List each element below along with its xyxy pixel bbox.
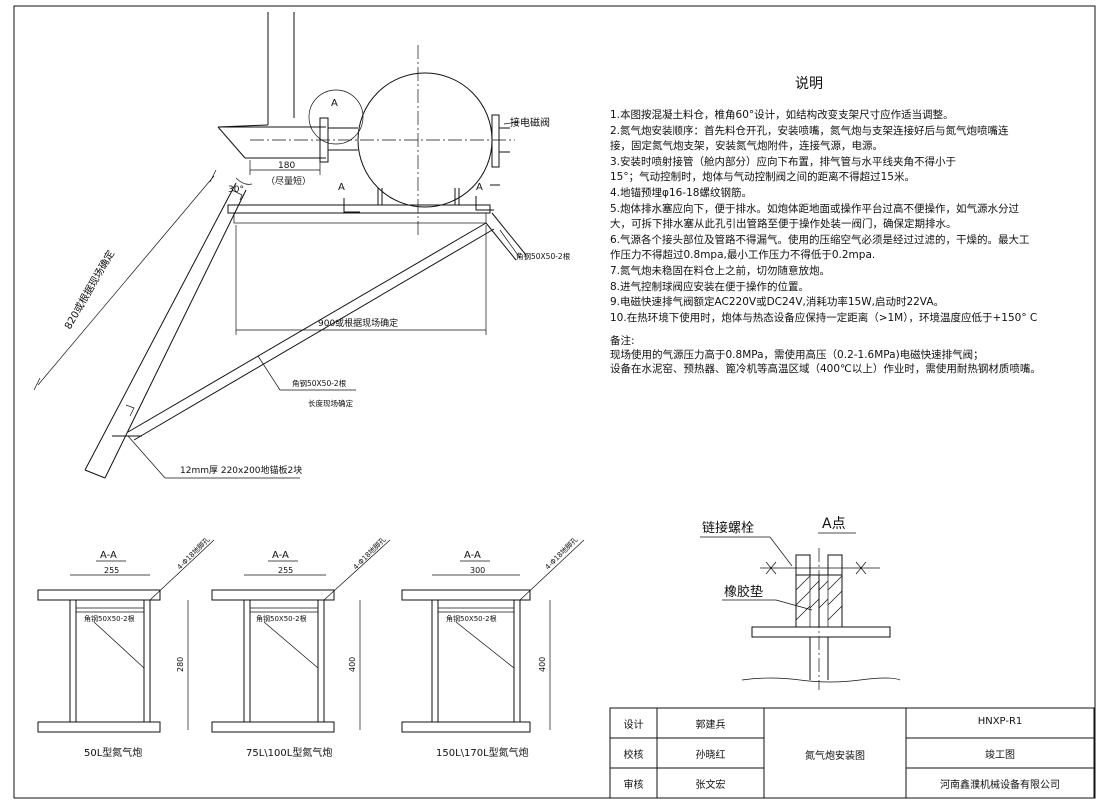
detail-a-marker: A [331,98,338,109]
section-3-height: 400 [538,657,547,672]
tb-design-label: 设计 [623,720,644,731]
section-1-steel: 角钢50X50-2根 [84,614,135,623]
detail-a-circle [308,89,364,145]
section-1-title: A-A [100,550,117,561]
note-line: 4.地锚预埋φ16-18螺纹钢筋。 [610,186,752,199]
sheet-border [13,5,1096,799]
section-view-2: A-A 255 角钢50X50-2根 4-Φ18地脚孔 400 75L\100L… [211,535,391,759]
note-line: 10.在热环境下使用时，炮体与热态设备应保持一定距离（>1M），环境温度应低于+… [610,311,1038,324]
dim-180-note: （尽量短） [266,175,311,187]
solenoid-label: 接电磁阀 [510,116,550,129]
tb-drawing-no: HNXP-R1 [977,716,1023,727]
note-line: 接，固定氮气炮支架，安装氮气炮附件，连接气源，电源。 [610,140,883,153]
notes-title: 说明 [795,76,823,92]
section-2-width: 255 [278,566,293,575]
tb-check-name: 孙晓红 [695,750,726,761]
tb-review-label: 审核 [623,780,644,791]
section-3-width: 300 [470,566,485,575]
dim-900: 900或根据现场确定 [318,317,398,329]
length-note: 长度现场确定 [308,398,353,408]
tb-company: 河南鑫濮机械设备有限公司 [940,780,1060,791]
section-a-right: A [476,182,483,193]
section-2-title: A-A [272,550,289,561]
bolt-label: 链接螺栓 [702,520,754,536]
note-line: 大，可拆下排水塞从此孔引出管路至便于操作处装一阀门，确保定期排水。 [610,218,957,231]
section-1-caption: 50L型氮气炮 [84,746,142,759]
note-line: 2.氮气炮安装顺序：首先料仓开孔，安装喷嘴，氮气炮与支架连接好后与氮气炮喷嘴连 [610,124,1009,137]
note-line: 5.炮体排水塞应向下，便于排水。如炮体距地面或操作平台过高不便操作，如气源水分过 [610,202,1020,215]
note-line: 6.气源各个接头部位及管路不得漏气。使用的压缩空气必须是经过过滤的，干燥的。最大… [610,233,1030,246]
section-3-bolt: 4-Φ18地脚孔 [543,535,579,571]
gasket-label: 橡胶垫 [724,584,763,600]
note-line: 9.电磁快速排气阀额定AC220V或DC24V,消耗功率15W,启动时22VA。 [610,296,945,309]
tb-review-name: 张文宏 [695,780,726,791]
tb-drawing-type: 竣工图 [985,750,1015,761]
section-3-caption: 150L\170L型氮气炮 [436,746,529,759]
angle-30: 30° [228,185,244,195]
section-1-width: 255 [104,566,119,575]
section-2-bolt: 4-Φ18地脚孔 [351,535,387,571]
remarks-block: 备注: 现场使用的气源压力高于0.8MPa，需使用高压（0.2-1.6MPa)电… [610,334,1041,376]
remarks-line: 现场使用的气源压力高于0.8MPa，需使用高压（0.2-1.6MPa)电磁快速排… [610,349,984,361]
section-1-height: 280 [176,657,185,672]
main-view: A 接电磁阀 A A 180 （尽量短） 30° [33,12,571,479]
section-1-bolt: 4-Φ18地脚孔 [175,535,211,571]
notes-list: 1.本图按混凝土料仓，椎角60°设计，如结构改变支架尺寸应作适当调整。 2.氮气… [610,108,1090,326]
note-line: 8.进气控制球阀应安装在便于操作的位置。 [610,280,810,293]
dim-820: 820或根据现场确定 [61,248,117,332]
tb-check-label: 校核 [623,750,644,761]
detail-a-view: A点 链接螺栓 橡胶垫 [700,516,901,690]
remarks-label: 备注: [610,335,635,347]
note-line: 1.本图按混凝土料仓，椎角60°设计，如结构改变支架尺寸应作适当调整。 [610,109,954,121]
note-line: 15°；气动控制时，炮体与气动控制阀之间的距离不得超过15米。 [610,171,915,184]
detail-title: A点 [822,516,846,532]
section-2-steel: 角钢50X50-2根 [256,614,307,623]
tb-drawing-name: 氮气炮安装图 [805,751,865,762]
dim-180: 180 [278,161,295,171]
section-3-steel: 角钢50X50-2根 [446,614,497,623]
angle-steel-bottom-label: 角钢50X50-2根 [292,378,347,388]
anchor-plate-label: 12mm厚 220x200地锚板2块 [180,464,302,476]
section-3-title: A-A [464,550,481,561]
note-line: 7.氮气炮未稳固在料仓上之前，切勿随意放炮。 [610,264,831,277]
note-line: 作压力不得超过0.8mpa,最小工作压力不得低于0.2mpa. [610,249,876,262]
title-block [609,707,1095,799]
section-2-height: 400 [348,657,357,672]
section-views: A-A 255 角钢50X50-2根 4-Φ18地脚孔 280 50L型氮气炮 … [37,535,585,759]
section-view-3: A-A 300 角钢50X50-2根 4-Φ18地脚孔 400 150L\170… [401,535,585,759]
section-2-caption: 75L\100L型氮气炮 [246,746,332,759]
note-line: 3.安装时喷射接管（舱内部分）应向下布置，排气管与水平线夹角不得小于 [610,155,957,168]
remarks-line: 设备在水泥窑、预热器、篦冷机等高温区域（400℃以上）作业时，需使用耐热钢材质喷… [610,363,1041,375]
tb-design-name: 郭建兵 [695,720,726,731]
section-a-left: A [338,182,345,193]
section-view-1: A-A 255 角钢50X50-2根 4-Φ18地脚孔 280 50L型氮气炮 [37,535,215,759]
angle-steel-top-label: 角钢50X50-2根 [516,251,571,261]
